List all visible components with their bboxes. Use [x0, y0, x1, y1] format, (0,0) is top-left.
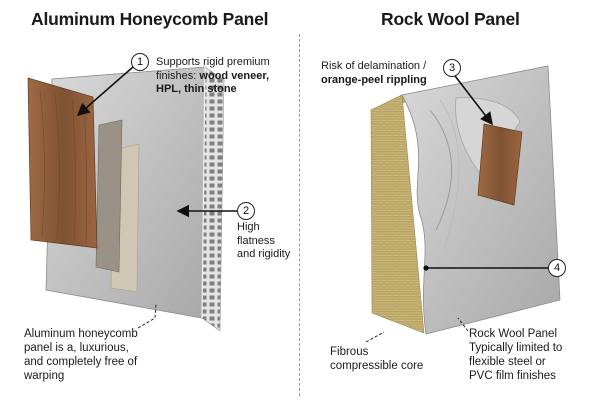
callout-1-badge: 1	[131, 53, 149, 71]
callout-3-badge: 3	[443, 59, 461, 77]
callout-3-text: Risk of delamination / orange-peel rippl…	[321, 60, 427, 86]
wood-veneer-layer	[27, 77, 98, 249]
callout-1-line3: HPL, thin stone	[156, 83, 237, 95]
wool-side-edge	[370, 94, 425, 334]
right-summary: Rock Wool Panel Typically limited to fle…	[469, 328, 563, 382]
callout-2-badge: 2	[237, 202, 255, 220]
callout-4-badge: 4	[548, 259, 566, 277]
detached-veneer	[477, 123, 523, 206]
callout-1-line1: Supports rigid premium	[156, 56, 270, 68]
callout-2-text: High flatness and rigidity	[237, 221, 291, 260]
callout-1-line2: finishes: wood veneer,	[156, 69, 270, 82]
callout-1-text: Supports rigid premium finishes: wood ve…	[156, 56, 270, 97]
left-title: Aluminum Honeycomb Panel	[31, 9, 269, 29]
hpl-layer	[95, 119, 123, 273]
callout-3-arrow	[451, 71, 493, 126]
callout-1-arrow	[76, 66, 134, 117]
summary-leader-right	[457, 317, 469, 332]
honeycomb-side-edge	[201, 66, 225, 332]
honeycomb-panel	[27, 66, 225, 332]
center-divider	[299, 34, 300, 396]
right-title: Rock Wool Panel	[381, 9, 520, 29]
core-label: Fibrous compressible core	[330, 346, 424, 372]
core-leader	[365, 331, 385, 343]
summary-leader-left	[137, 303, 157, 329]
rock-wool-panel	[370, 65, 561, 335]
left-summary: Aluminum honeycomb panel is a, luxurious…	[24, 328, 138, 382]
